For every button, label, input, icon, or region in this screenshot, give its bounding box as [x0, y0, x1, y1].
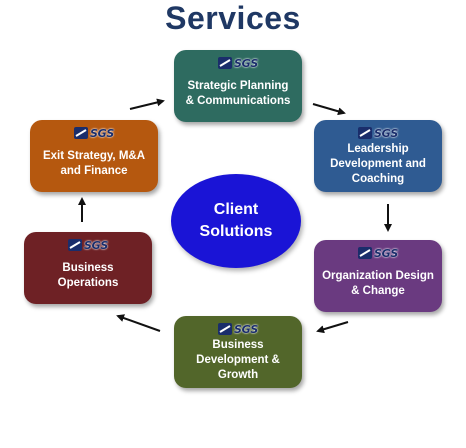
sgs-logo: SGS	[358, 126, 398, 140]
arrow-strategic-to-leadership	[312, 103, 346, 116]
sgs-logo: SGS	[218, 56, 258, 70]
arrow-exit-to-strategic	[129, 98, 165, 110]
sgs-logo-text: SGS	[374, 126, 398, 140]
service-label: Business Operations	[57, 262, 119, 289]
service-exit-strategy: SGS Exit Strategy, M&A and Finance	[30, 120, 158, 192]
sgs-logo-text: SGS	[234, 56, 258, 70]
sgs-logo-text: SGS	[90, 126, 114, 140]
sgs-logo: SGS	[74, 126, 114, 140]
service-organization-design: SGS Organization Design & Change	[314, 240, 442, 312]
service-business-operations: SGS Business Operations	[24, 232, 152, 304]
sgs-logo-icon	[68, 239, 82, 251]
sgs-logo-text: SGS	[234, 322, 258, 336]
sgs-logo: SGS	[68, 238, 108, 252]
client-solutions-hub: Client Solutions	[171, 174, 301, 268]
sgs-logo-icon	[358, 127, 372, 139]
service-label: Organization Design & Change	[322, 270, 434, 297]
arrow-organization-to-business-development	[316, 321, 349, 334]
arrow-business-development-to-operations	[116, 314, 161, 332]
sgs-logo: SGS	[358, 246, 398, 260]
page-title: Services	[165, 0, 301, 36]
sgs-logo-icon	[358, 247, 372, 259]
sgs-logo-text: SGS	[374, 246, 398, 260]
service-leadership-development: SGS Leadership Development and Coaching	[314, 120, 442, 192]
service-label: Strategic Planning & Communications	[185, 80, 291, 107]
sgs-logo: SGS	[218, 322, 258, 336]
service-business-development: SGS Business Development & Growth	[174, 316, 302, 388]
sgs-logo-text: SGS	[84, 238, 108, 252]
sgs-logo-icon	[218, 57, 232, 69]
service-label: Leadership Development and Coaching	[330, 142, 426, 185]
sgs-logo-icon	[218, 323, 232, 335]
sgs-logo-icon	[74, 127, 88, 139]
service-label: Business Development & Growth	[196, 338, 280, 381]
service-label: Exit Strategy, M&A and Finance	[42, 150, 146, 177]
service-strategic-planning: SGS Strategic Planning & Communications	[174, 50, 302, 122]
